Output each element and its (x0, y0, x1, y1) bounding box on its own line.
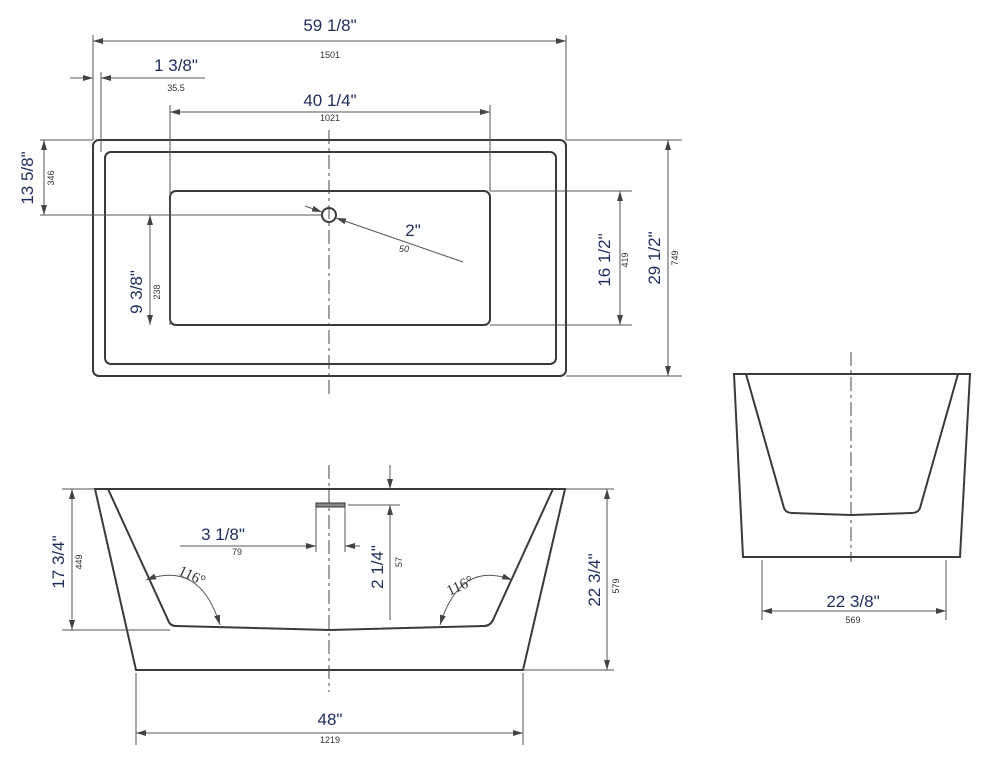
tub-side-interior (107, 488, 554, 632)
rim-offset-metric: 35.5 (167, 83, 185, 93)
basin-length-metric: 1021 (320, 113, 340, 123)
tub-end-outline (732, 373, 972, 558)
overall-height-imperial: 22 3/4" (585, 553, 604, 606)
base-width-imperial: 22 3/8" (826, 592, 879, 611)
overall-height-metric: 579 (611, 578, 621, 593)
rim-offset-imperial: 1 3/8" (154, 56, 198, 75)
overall-width-metric: 749 (670, 250, 680, 265)
wall-angle-left: 116° (176, 563, 208, 589)
overflow-width-metric: 79 (232, 547, 242, 557)
base-length-metric: 1219 (320, 735, 340, 745)
wall-angle-right: 116° (444, 573, 476, 599)
overall-width-imperial: 29 1/2" (645, 231, 664, 284)
overall-length-metric: 1501 (320, 50, 340, 60)
overflow-depth-imperial: 2 1/4" (368, 545, 387, 589)
basin-width-imperial: 16 1/2" (595, 233, 614, 286)
angle-arc-left (145, 573, 221, 626)
angle-arc-right (439, 573, 513, 626)
overall-length-imperial: 59 1/8" (303, 16, 356, 35)
basin-floor (169, 190, 491, 326)
overflow-depth-metric: 57 (394, 557, 404, 567)
tub-inner-rim (104, 151, 557, 365)
side-view: 3 1/8" 79 2 1/4" 57 116° 116° 17 3/4" 44… (49, 465, 621, 745)
drain-basin-end-metric: 238 (152, 284, 162, 299)
interior-depth-metric: 449 (74, 554, 84, 569)
drain-basin-end-imperial: 9 3/8" (127, 270, 146, 314)
overflow-width-imperial: 3 1/8" (201, 525, 245, 544)
top-view: 59 1/8" 1501 1 3/8" 35.5 40 1/4" 1021 13… (18, 16, 682, 398)
drain-offset-metric: 346 (46, 170, 56, 185)
overflow-icon (315, 502, 346, 508)
end-view: 22 3/8" 569 (732, 352, 972, 625)
tub-side-outline (93, 488, 567, 671)
basin-width-metric: 419 (620, 252, 630, 267)
drain-offset-imperial: 13 5/8" (18, 151, 37, 204)
base-width-metric: 569 (845, 615, 860, 625)
base-length-imperial: 48" (318, 710, 343, 729)
interior-depth-imperial: 17 3/4" (49, 535, 68, 588)
drain-diameter-metric: 50 (399, 244, 409, 254)
tub-end-interior (745, 373, 959, 517)
drain-diameter-imperial: 2" (405, 221, 421, 240)
basin-length-imperial: 40 1/4" (303, 91, 356, 110)
